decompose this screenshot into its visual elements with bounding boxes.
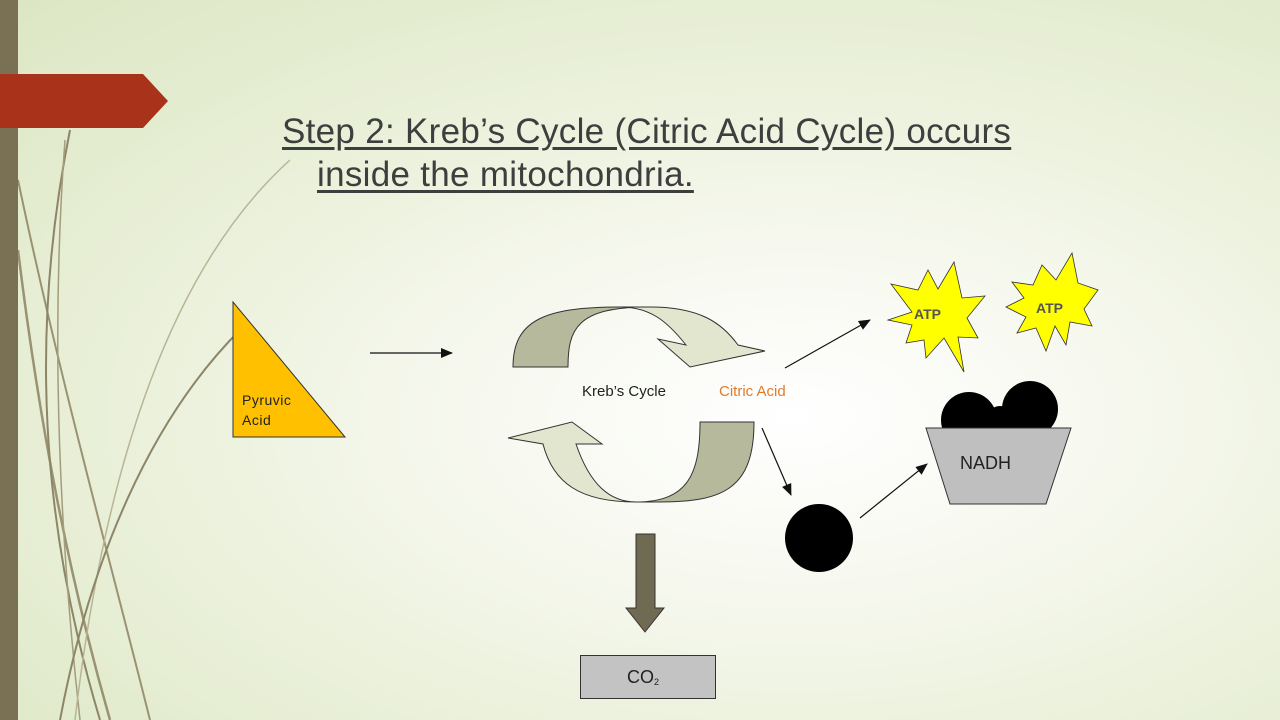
atp-burst-2 (1005, 251, 1099, 353)
pyruvic-label-line-2: Acid (242, 412, 272, 428)
pyruvic-label-line-1: Pyruvic (242, 392, 292, 408)
title-line-1: Step 2: Kreb’s Cycle (Citric Acid Cycle)… (282, 112, 1012, 151)
atp-burst-1 (886, 260, 986, 373)
co2-main: CO (627, 667, 654, 687)
title-line-2: inside the mitochondria. (317, 155, 694, 194)
krebs-cycle-label: Kreb’s Cycle (582, 383, 666, 400)
carrier-to-nadh-arrow (859, 463, 928, 519)
electron-circle (785, 504, 853, 572)
title-accent-arrow (0, 74, 168, 128)
pyruvic-acid-label: Pyruvic Acid (242, 390, 291, 430)
slide-title: Step 2: Kreb’s Cycle (Citric Acid Cycle)… (282, 110, 1177, 196)
co2-subscript: 2 (654, 677, 660, 687)
nadh-electron-right (1002, 381, 1058, 437)
co2-box (580, 655, 716, 699)
pyruvic-acid-triangle (232, 300, 347, 438)
cycle-to-atp-arrow (784, 319, 871, 369)
cycle-to-carrier-arrow (761, 427, 792, 496)
co2-label: CO2 (627, 667, 659, 688)
left-accent-bar (0, 0, 18, 720)
atp-label-1: ATP (914, 306, 941, 322)
atp-label-2: ATP (1036, 300, 1063, 316)
nadh-label: NADH (960, 453, 1012, 473)
cycle-bottom-arrow (507, 421, 755, 503)
citric-acid-label: Citric Acid (719, 383, 786, 400)
nadh-electron-gap (986, 406, 1014, 434)
nadh-basket (925, 427, 1072, 505)
cycle-top-arrow (512, 306, 766, 368)
co2-down-arrow (624, 533, 666, 633)
